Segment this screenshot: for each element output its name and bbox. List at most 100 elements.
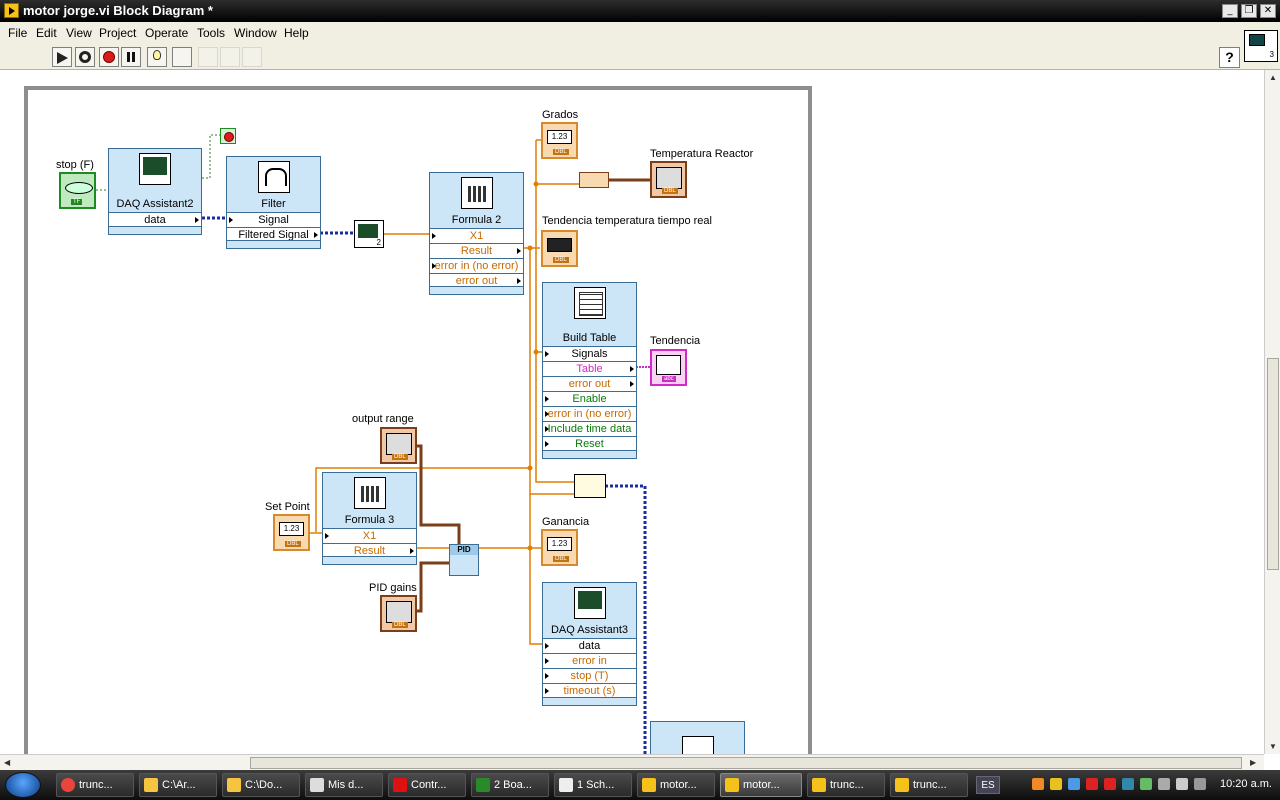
highlight-execution-button[interactable]: [147, 47, 167, 67]
start-button[interactable]: [5, 772, 41, 798]
daq3-terminal-stop[interactable]: stop (T): [543, 668, 636, 683]
labview-vi-icon[interactable]: [4, 3, 19, 18]
build-table-terminal-signals[interactable]: Signals: [543, 346, 636, 361]
run-button[interactable]: [52, 47, 72, 67]
menu-window[interactable]: Window: [234, 26, 277, 40]
while-loop-structure[interactable]: [24, 86, 812, 754]
scroll-right-icon[interactable]: ▶: [1250, 758, 1257, 767]
step-out-button[interactable]: [242, 47, 262, 67]
node-expander[interactable]: [109, 226, 201, 234]
daq3-terminal-timeout[interactable]: timeout (s): [543, 683, 636, 698]
tray-icon[interactable]: [1122, 778, 1134, 790]
formula2-terminal-result[interactable]: Result: [430, 243, 523, 258]
vertical-scrollbar[interactable]: ▲ ▼: [1264, 70, 1280, 754]
taskbar-item-folder1[interactable]: C:\Ar...: [139, 773, 217, 797]
menu-edit[interactable]: Edit: [36, 26, 57, 40]
build-table-terminal-error-in[interactable]: error in (no error): [543, 406, 636, 421]
formula3-terminal-result[interactable]: Result: [323, 543, 416, 558]
formula2-terminal-x1[interactable]: X1: [430, 228, 523, 243]
node-expander[interactable]: [227, 240, 320, 248]
daq2-terminal-data[interactable]: data: [109, 212, 201, 227]
formula3-terminal-x1[interactable]: X1: [323, 528, 416, 543]
build-table-terminal-include-time[interactable]: Include time data: [543, 421, 636, 436]
formula3-node[interactable]: Formula 3 X1 Result: [322, 472, 417, 565]
block-diagram-canvas[interactable]: stop (F) TF DAQ Assistant2 data Filter S…: [0, 70, 1264, 754]
step-over-button[interactable]: [220, 47, 240, 67]
tray-icon[interactable]: [1158, 778, 1170, 790]
merge-signals-node[interactable]: 2: [354, 220, 384, 248]
daq-assistant2-node[interactable]: DAQ Assistant2 data: [108, 148, 202, 235]
menu-file[interactable]: File: [8, 26, 28, 40]
menu-help[interactable]: Help: [284, 26, 309, 40]
run-continuously-button[interactable]: [75, 47, 95, 67]
taskbar-item-contr[interactable]: Contr...: [388, 773, 466, 797]
menu-tools[interactable]: Tools: [197, 26, 226, 40]
network-icon[interactable]: [1068, 778, 1080, 790]
daq3-terminal-error-in[interactable]: error in: [543, 653, 636, 668]
ganancia-indicator[interactable]: 1.23 DBL: [541, 529, 578, 566]
build-table-terminal-error-out[interactable]: error out: [543, 376, 636, 391]
menu-view[interactable]: View: [66, 26, 92, 40]
scroll-left-icon[interactable]: ◀: [4, 758, 11, 767]
set-point-control[interactable]: 1.23 DBL: [273, 514, 310, 551]
filter-terminal-filtered-signal[interactable]: Filtered Signal: [227, 227, 320, 242]
menu-project[interactable]: Project: [99, 26, 137, 40]
node-expander[interactable]: [543, 450, 636, 458]
tray-icon[interactable]: [1104, 778, 1116, 790]
step-into-button[interactable]: [198, 47, 218, 67]
context-help-button[interactable]: ?: [1219, 47, 1240, 68]
pause-button[interactable]: [121, 47, 141, 67]
horizontal-scrollbar[interactable]: ◀ ▶: [0, 754, 1264, 770]
formula2-terminal-error-out[interactable]: error out: [430, 273, 523, 288]
formula2-node[interactable]: Formula 2 X1 Result error in (no error) …: [429, 172, 524, 295]
write-to-file-node[interactable]: [650, 721, 745, 754]
daq-assistant3-node[interactable]: DAQ Assistant3 data error in stop (T) ti…: [542, 582, 637, 706]
taskbar-item-motor1[interactable]: motor...: [637, 773, 715, 797]
build-table-terminal-enable[interactable]: Enable: [543, 391, 636, 406]
node-expander[interactable]: [430, 286, 523, 294]
filter-terminal-signal[interactable]: Signal: [227, 212, 320, 227]
taskbar-item-documents[interactable]: Mis d...: [305, 773, 383, 797]
pid-node[interactable]: PID: [449, 544, 479, 576]
taskbar-item-board[interactable]: 2 Boa...: [471, 773, 549, 797]
grados-indicator[interactable]: 1.23 DBL: [541, 122, 578, 159]
taskbar-item-trunc1[interactable]: trunc...: [807, 773, 885, 797]
daq3-terminal-data[interactable]: data: [543, 638, 636, 653]
node-expander[interactable]: [543, 697, 636, 705]
compound-arithmetic-node[interactable]: [574, 474, 606, 498]
taskbar-item-motor2[interactable]: motor...: [720, 773, 802, 797]
retain-wire-values-button[interactable]: [172, 47, 192, 67]
tray-icon[interactable]: [1194, 778, 1206, 790]
tray-icon[interactable]: [1086, 778, 1098, 790]
build-table-terminal-reset[interactable]: Reset: [543, 436, 636, 451]
stop-control[interactable]: TF: [59, 172, 96, 209]
tray-icon[interactable]: [1050, 778, 1062, 790]
tray-icon[interactable]: [1140, 778, 1152, 790]
node-expander[interactable]: [323, 556, 416, 564]
horizontal-scroll-thumb[interactable]: [250, 757, 1242, 769]
clock[interactable]: 10:20 a.m.: [1220, 778, 1272, 790]
tray-icon[interactable]: [1032, 778, 1044, 790]
scroll-up-icon[interactable]: ▲: [1269, 73, 1277, 82]
tendencia-tiempo-real-indicator[interactable]: DBL: [541, 230, 578, 267]
output-range-control[interactable]: DBL: [380, 427, 417, 464]
tendencia-table-indicator[interactable]: abc: [650, 349, 687, 386]
vi-connector-icon[interactable]: 3: [1244, 30, 1278, 62]
menu-operate[interactable]: Operate: [145, 26, 189, 40]
taskbar-item-trunc2[interactable]: trunc...: [890, 773, 968, 797]
build-table-node[interactable]: Build Table Signals Table error out Enab…: [542, 282, 637, 459]
pid-gains-control[interactable]: DBL: [380, 595, 417, 632]
minimize-button[interactable]: _: [1222, 4, 1238, 18]
temperatura-reactor-indicator[interactable]: DBL: [650, 161, 687, 198]
restore-button[interactable]: ❐: [1241, 4, 1257, 18]
taskbar-item-schematic[interactable]: 1 Sch...: [554, 773, 632, 797]
vertical-scroll-thumb[interactable]: [1267, 358, 1279, 570]
close-button[interactable]: ✕: [1260, 4, 1276, 18]
taskbar-item-chrome[interactable]: trunc...: [56, 773, 134, 797]
bundle-node[interactable]: [579, 172, 609, 188]
formula2-terminal-error-in[interactable]: error in (no error): [430, 258, 523, 273]
filter-node[interactable]: Filter Signal Filtered Signal: [226, 156, 321, 249]
language-indicator[interactable]: ES: [976, 776, 1000, 794]
abort-button[interactable]: [99, 47, 119, 67]
scroll-down-icon[interactable]: ▼: [1269, 742, 1277, 751]
